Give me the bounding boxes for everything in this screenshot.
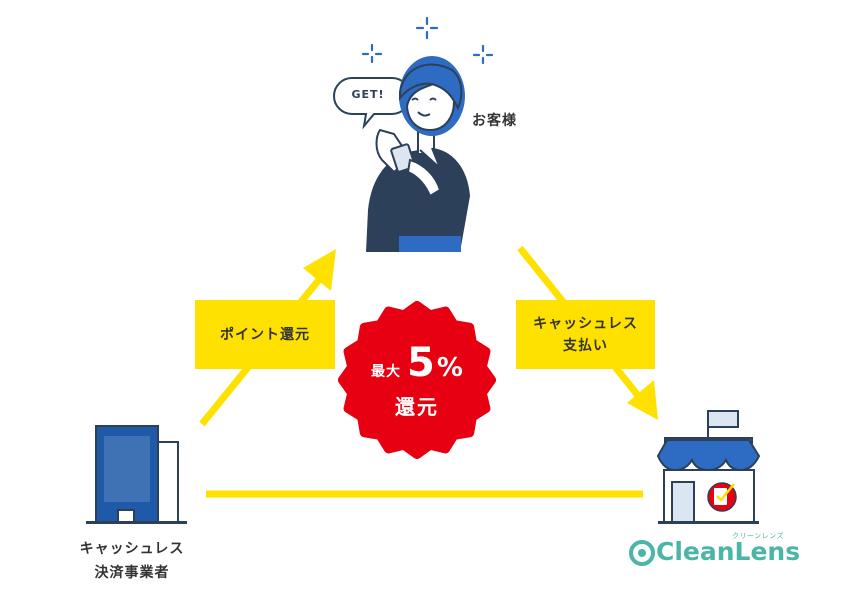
logo-ruby: クリーンレンズ — [732, 532, 785, 540]
reward-badge — [338, 301, 496, 459]
sparkle-icon — [361, 16, 494, 65]
reward-badge-text: 最大 5 % 還元 — [352, 305, 482, 455]
lens-logo-icon — [629, 540, 655, 566]
cashless-payment-label-1: キャッシュレス — [533, 315, 638, 332]
badge-suffix: 還元 — [395, 395, 439, 419]
cashless-payment-label-2: 支払い — [563, 337, 608, 354]
storefront-icon — [656, 410, 761, 524]
company-label-line2: 決済事業者 — [94, 565, 170, 581]
badge-prefix: 最大 — [371, 364, 402, 380]
points-reward-box: ポイント還元 — [195, 300, 335, 369]
company-label: キャッシュレス 決済事業者 — [62, 537, 202, 585]
company-label-line1: キャッシュレス — [79, 541, 185, 557]
speech-bubble-icon — [333, 77, 411, 130]
customer-figure — [366, 56, 470, 252]
office-building-icon — [86, 425, 187, 524]
customer-label: お客様 — [472, 113, 517, 129]
points-reward-label: ポイント還元 — [220, 326, 310, 343]
cashless-payment-box: キャッシュレス 支払い — [516, 300, 655, 369]
speech-text: GET! — [351, 88, 385, 101]
badge-value: 5 — [407, 340, 435, 386]
logo-text: CleanLens — [656, 537, 801, 566]
checkmark-card-icon — [707, 482, 737, 512]
badge-unit: % — [436, 353, 463, 383]
